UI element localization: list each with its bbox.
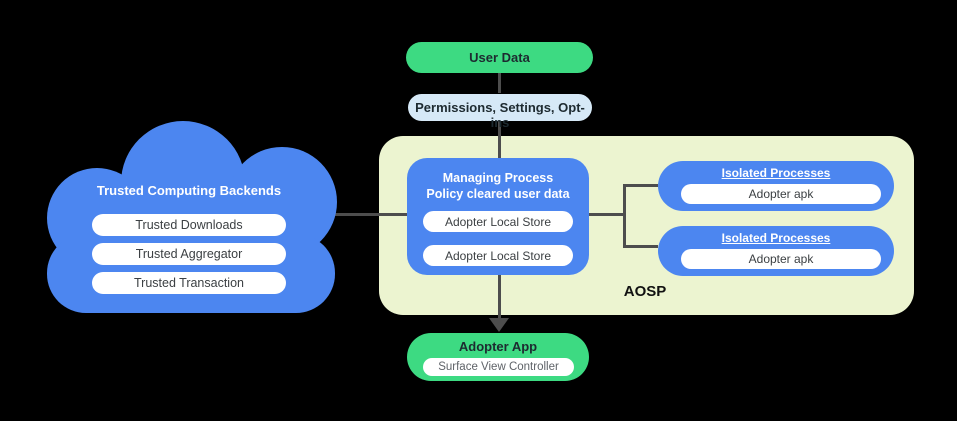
adopter-app-title: Adopter App	[458, 339, 538, 354]
isolated-process-node-1: Isolated Processes Adopter apk	[658, 161, 894, 211]
permissions-label: Permissions, Settings, Opt-ins	[415, 100, 585, 130]
cloud-item-trusted-transaction: Trusted Transaction	[92, 272, 286, 294]
connector-branch-top	[623, 184, 658, 187]
adopter-local-store-2: Adopter Local Store	[423, 245, 573, 266]
cloud-item-trusted-aggregator: Trusted Aggregator	[92, 243, 286, 265]
user-data-node: User Data	[406, 42, 593, 73]
user-data-label: User Data	[469, 50, 530, 65]
permissions-node: Permissions, Settings, Opt-ins	[408, 94, 592, 130]
adopter-app-node: Adopter App Surface View Controller	[407, 333, 589, 381]
connector-userdata-permissions	[498, 73, 501, 93]
connector-permissions-managing	[498, 121, 501, 159]
connector-isolated-vertical	[623, 184, 626, 248]
cloud-title: Trusted Computing Backends	[96, 183, 282, 198]
isolated-process-node-2: Isolated Processes Adopter apk	[658, 226, 894, 276]
connector-managing-adopter	[498, 275, 501, 319]
surface-view-controller: Surface View Controller	[423, 358, 574, 376]
managing-process-title-line2: Policy cleared user data	[426, 187, 570, 201]
connector-managing-right	[589, 213, 626, 216]
isolated-process-title-1: Isolated Processes	[721, 166, 831, 180]
adopter-local-store-1: Adopter Local Store	[423, 211, 573, 232]
connector-cloud-managing	[310, 213, 407, 216]
adopter-apk-2: Adopter apk	[681, 249, 881, 269]
managing-process-title-line1: Managing Process	[442, 171, 554, 185]
adopter-apk-1: Adopter apk	[681, 184, 881, 204]
managing-process-node: Managing Process Policy cleared user dat…	[407, 158, 589, 275]
aosp-label: AOSP	[623, 283, 667, 300]
connector-branch-bottom	[623, 245, 658, 248]
cloud-item-trusted-downloads: Trusted Downloads	[92, 214, 286, 236]
isolated-process-title-2: Isolated Processes	[721, 231, 831, 245]
arrow-down-icon	[489, 318, 509, 332]
